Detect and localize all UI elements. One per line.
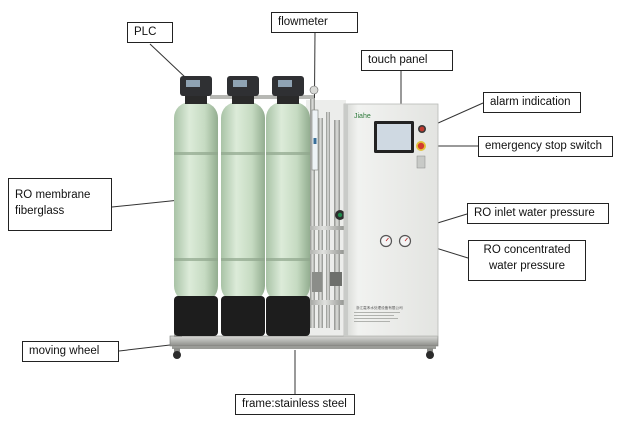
label-touch-panel: touch panel bbox=[361, 50, 453, 71]
inlet-pressure-gauge-icon bbox=[379, 234, 393, 248]
concentrate-pressure-gauge-icon bbox=[398, 234, 412, 248]
emergency-stop-icon bbox=[416, 141, 426, 169]
callout-leader-lines bbox=[111, 30, 484, 394]
label-ro-concentrated-line1: RO concentrated bbox=[483, 244, 571, 256]
label-flowmeter: flowmeter bbox=[271, 12, 358, 33]
label-alarm-indication: alarm indication bbox=[483, 92, 581, 113]
vessel-1 bbox=[174, 76, 218, 336]
nameplate-text: 浙江嘉禾水处理设备有限公司 bbox=[356, 305, 403, 310]
moving-wheel bbox=[173, 348, 434, 359]
label-plc: PLC bbox=[127, 22, 173, 43]
label-moving-wheel: moving wheel bbox=[22, 341, 119, 362]
label-ro-concentrated-water-pressure: RO concentrated water pressure bbox=[468, 240, 586, 281]
alarm-lamp-icon bbox=[418, 125, 426, 133]
flowmeter bbox=[311, 109, 319, 171]
brand-mark: Jiahe bbox=[354, 113, 371, 120]
nameplate: 浙江嘉禾水处理设备有限公司 bbox=[354, 305, 403, 322]
vessel-3 bbox=[266, 76, 310, 336]
label-ro-inlet-water-pressure: RO inlet water pressure bbox=[467, 203, 609, 224]
touch-panel bbox=[374, 121, 414, 153]
label-ro-membrane-line1: RO membrane bbox=[15, 189, 91, 201]
ro-membrane-vessels bbox=[174, 76, 310, 336]
label-ro-concentrated-line2: water pressure bbox=[488, 260, 566, 272]
label-frame: frame:stainless steel bbox=[235, 394, 355, 415]
control-cabinet: Jiahe 浙江嘉禾水处理设备有限公司 bbox=[343, 103, 439, 337]
label-emergency-stop-switch: emergency stop switch bbox=[478, 136, 613, 157]
label-ro-membrane: RO membrane fiberglass bbox=[8, 178, 112, 231]
vessel-2 bbox=[221, 76, 265, 336]
label-ro-membrane-line2: fiberglass bbox=[15, 205, 65, 217]
